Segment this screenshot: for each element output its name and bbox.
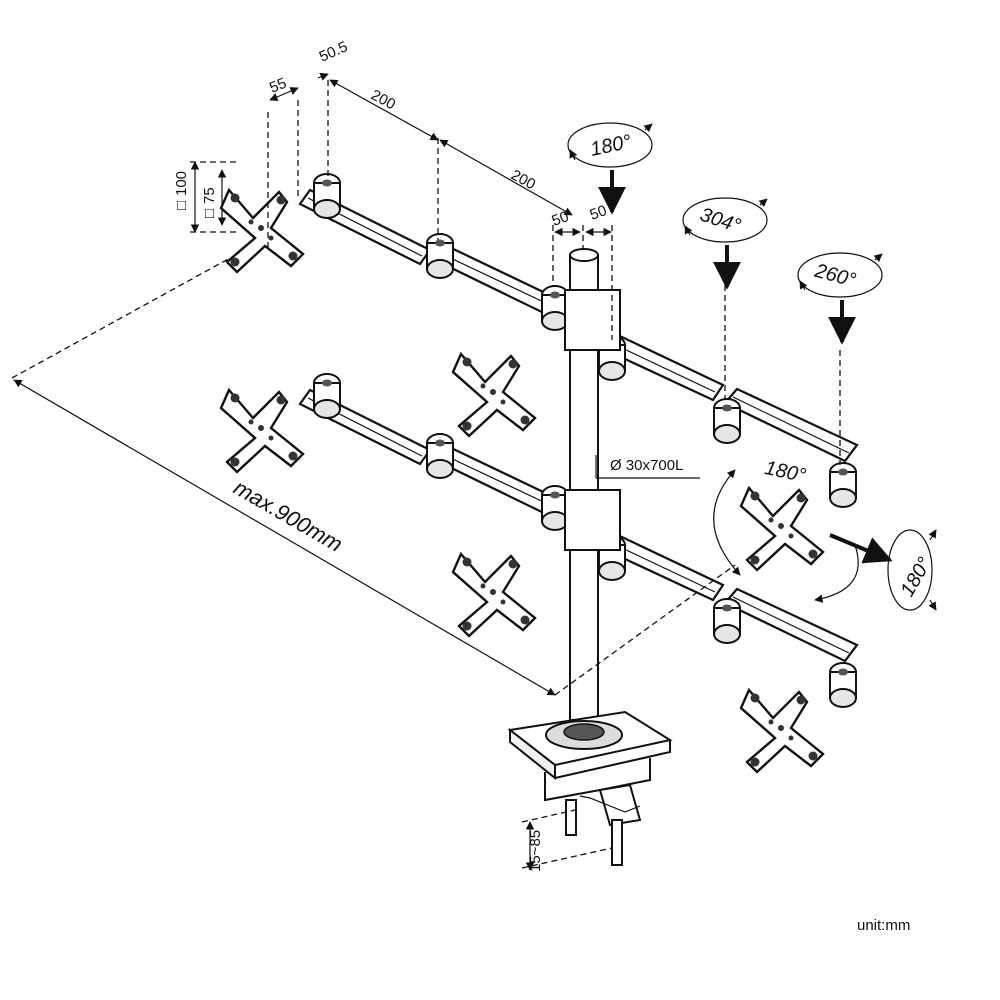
dim-vesa-small-prefix: □ (201, 209, 218, 218)
rotation-top-label: 180° (588, 131, 633, 161)
unit-label: unit:mm (857, 917, 910, 934)
rotation-indicators (567, 122, 937, 611)
dim-arm-segment-2: 200 (508, 167, 538, 194)
dim-offset-top: 50.5 (317, 38, 351, 65)
desk-thickness-label: 15~85 (527, 830, 544, 872)
dim-pole-right: 50 (588, 202, 609, 224)
rotation-middle-label: 304° (697, 204, 743, 238)
dim-offset-left: 55 (267, 75, 289, 97)
dim-pole-left: 50 (550, 208, 571, 230)
dim-vesa-small: 75 (201, 187, 218, 204)
dim-vesa-large: 100 (173, 171, 190, 196)
upper-tier (219, 173, 859, 572)
desk-clamp (507, 710, 673, 866)
dim-arm-segment-1: 200 (368, 87, 398, 114)
rotation-right-label: 260° (812, 260, 859, 292)
lower-tier (219, 373, 859, 774)
rotation-swivel-label: 180° (896, 554, 936, 601)
rotation-tilt-label: 180° (763, 457, 808, 487)
dim-vesa-large-prefix: □ (173, 201, 190, 210)
dimension-lines (11, 72, 841, 871)
pole-spec-label: Ø 30x700L (610, 457, 683, 474)
